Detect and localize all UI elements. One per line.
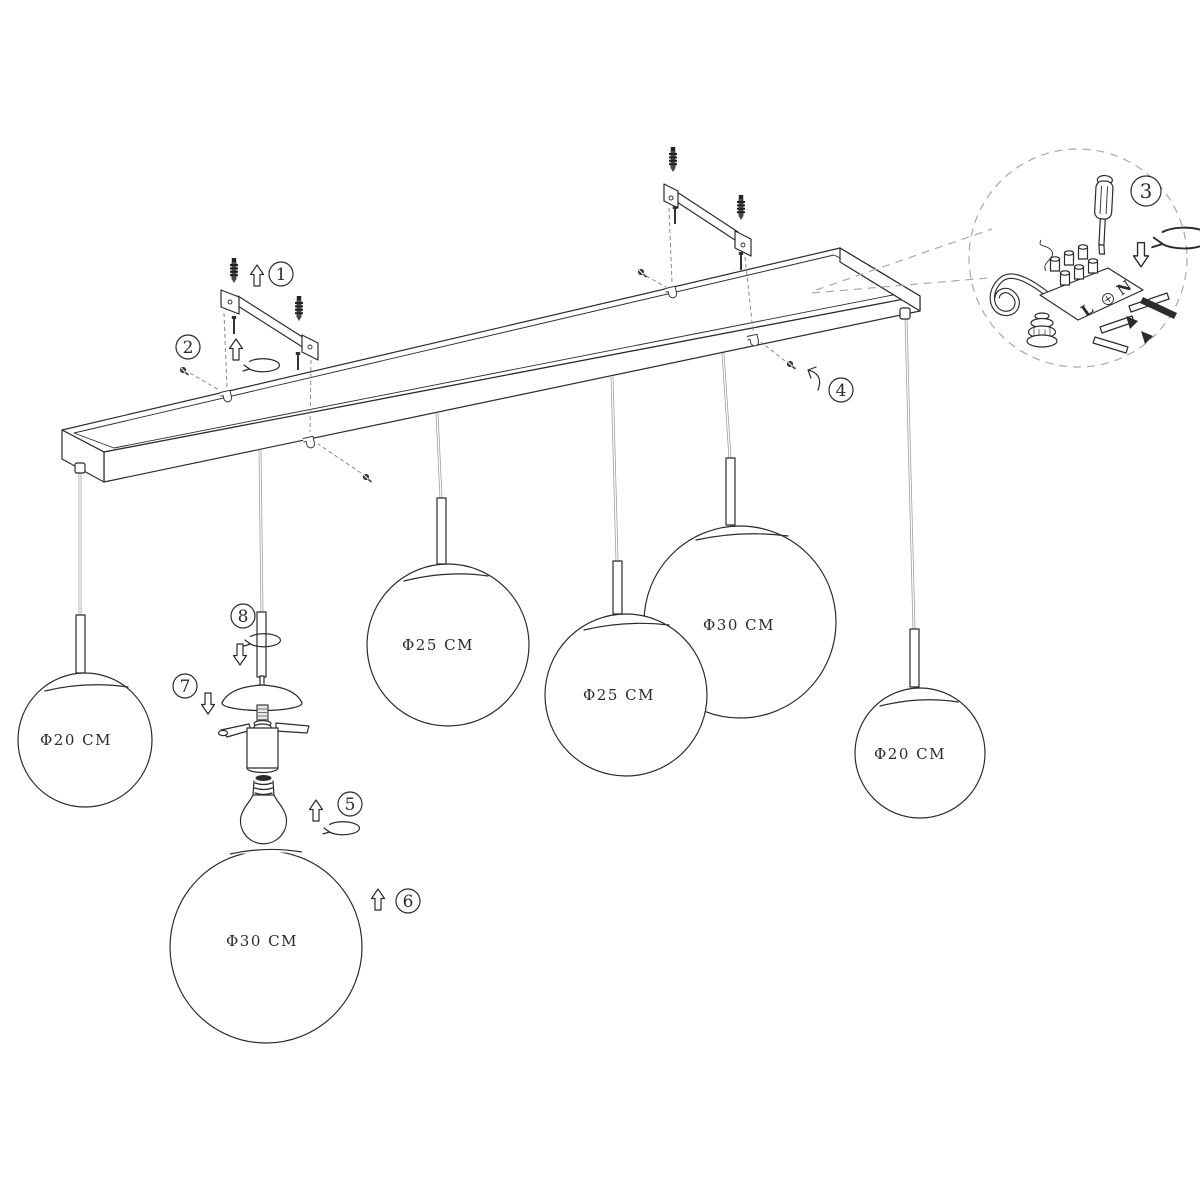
detail-leader [811, 277, 989, 294]
terminal-block: L N [1039, 244, 1144, 321]
light-bulb [239, 775, 288, 845]
exploded-pendant [217, 611, 310, 845]
callout-number: 8 [238, 607, 249, 627]
rotate-icon [1151, 226, 1200, 250]
plate-left-wall [61, 429, 105, 483]
globe-size-label: Φ30 CM [703, 616, 775, 634]
wall-anchor [295, 296, 303, 321]
plate-screw [637, 268, 648, 278]
callout-number: 5 [345, 795, 356, 815]
pendant-tube [436, 497, 447, 565]
callout-number: 7 [180, 677, 191, 697]
callout-circle-7 [172, 673, 198, 699]
rotate-arrow [807, 366, 821, 391]
down-arrow-icon [232, 643, 248, 666]
up-arrow-icon [249, 264, 265, 287]
terminal-screws [1049, 244, 1099, 286]
cord-fitting [74, 462, 86, 474]
detail-circle [968, 148, 1188, 368]
suspension-cords [74, 307, 916, 630]
callout-number: 1 [276, 265, 287, 285]
callout-circle-6 [395, 888, 421, 914]
mounting-screw [737, 251, 745, 271]
down-arrow-icon [200, 692, 216, 715]
globe-25cm-mid: Φ25 CM [544, 560, 708, 777]
mounting-flange [217, 722, 310, 738]
callout-circle-4 [828, 377, 854, 403]
plate-right-wall [839, 247, 921, 312]
plate-front-wall [103, 295, 921, 483]
callout-circle-8 [230, 603, 256, 629]
ceiling-plate [61, 247, 921, 483]
mounting-bracket-2 [663, 183, 752, 257]
globe-25cm-left: Φ25 CM [366, 497, 530, 727]
wall-anchor [669, 147, 677, 172]
earth-symbol [1102, 293, 1114, 305]
plate-screw [362, 473, 373, 483]
screwdriver-icon [1094, 174, 1114, 255]
rotate-icon [322, 821, 361, 836]
pendant-tube [256, 611, 267, 678]
lamp-socket [246, 727, 279, 774]
callout-number: 3 [1140, 179, 1153, 203]
globe-size-label: Φ25 CM [583, 686, 655, 704]
step-callouts: 1 2 4 5 6 7 8 [172, 261, 854, 914]
callout-circle-2 [175, 334, 201, 360]
callout-circle-3 [1130, 175, 1162, 207]
detail-leader [815, 228, 993, 291]
plate-screw [179, 366, 190, 376]
callout-number: 4 [836, 381, 847, 401]
callout-circle-5 [337, 791, 363, 817]
globe-20cm-right: Φ20 CM [854, 628, 986, 819]
globe-size-label: Φ25 CM [402, 636, 474, 654]
mounting-bracket-1 [220, 289, 319, 361]
up-arrow-icon [370, 888, 386, 911]
cable-gland [1026, 312, 1058, 348]
cord-loop [989, 239, 1054, 317]
supply-wires [1092, 292, 1177, 354]
pendant-tube [909, 628, 920, 688]
pendant-tube [75, 614, 86, 674]
pendant-tube [612, 560, 623, 615]
callout-number: 6 [403, 892, 414, 912]
canopy [221, 684, 303, 712]
leader-lines [189, 207, 786, 474]
wall-anchor [230, 258, 238, 283]
mounting-screw [671, 205, 679, 225]
wiring-detail: L N 3 [968, 148, 1200, 368]
plate-screw [786, 360, 797, 370]
globe-size-label: Φ20 CM [874, 745, 946, 763]
pendant-tube [725, 457, 736, 526]
keyhole-slot [302, 435, 316, 450]
globe-size-label: Φ20 CM [40, 731, 112, 749]
up-arrow-icon [228, 338, 244, 361]
down-arrow-icon [1132, 241, 1150, 268]
callout-number: 2 [183, 338, 194, 358]
globe-size-label: Φ30 CM [226, 932, 298, 950]
callout-circle-1 [268, 261, 294, 287]
globe-30cm-exploded: Φ30 CM [169, 848, 363, 1044]
mounting-screw [230, 315, 238, 335]
mounting-screw [294, 351, 302, 371]
rotate-icon [242, 358, 281, 373]
wall-anchor [737, 195, 745, 220]
globe-20cm-left: Φ20 CM [17, 614, 153, 808]
up-arrow-icon [308, 799, 324, 822]
threaded-nipple [253, 704, 272, 731]
cord-fitting [899, 307, 911, 320]
